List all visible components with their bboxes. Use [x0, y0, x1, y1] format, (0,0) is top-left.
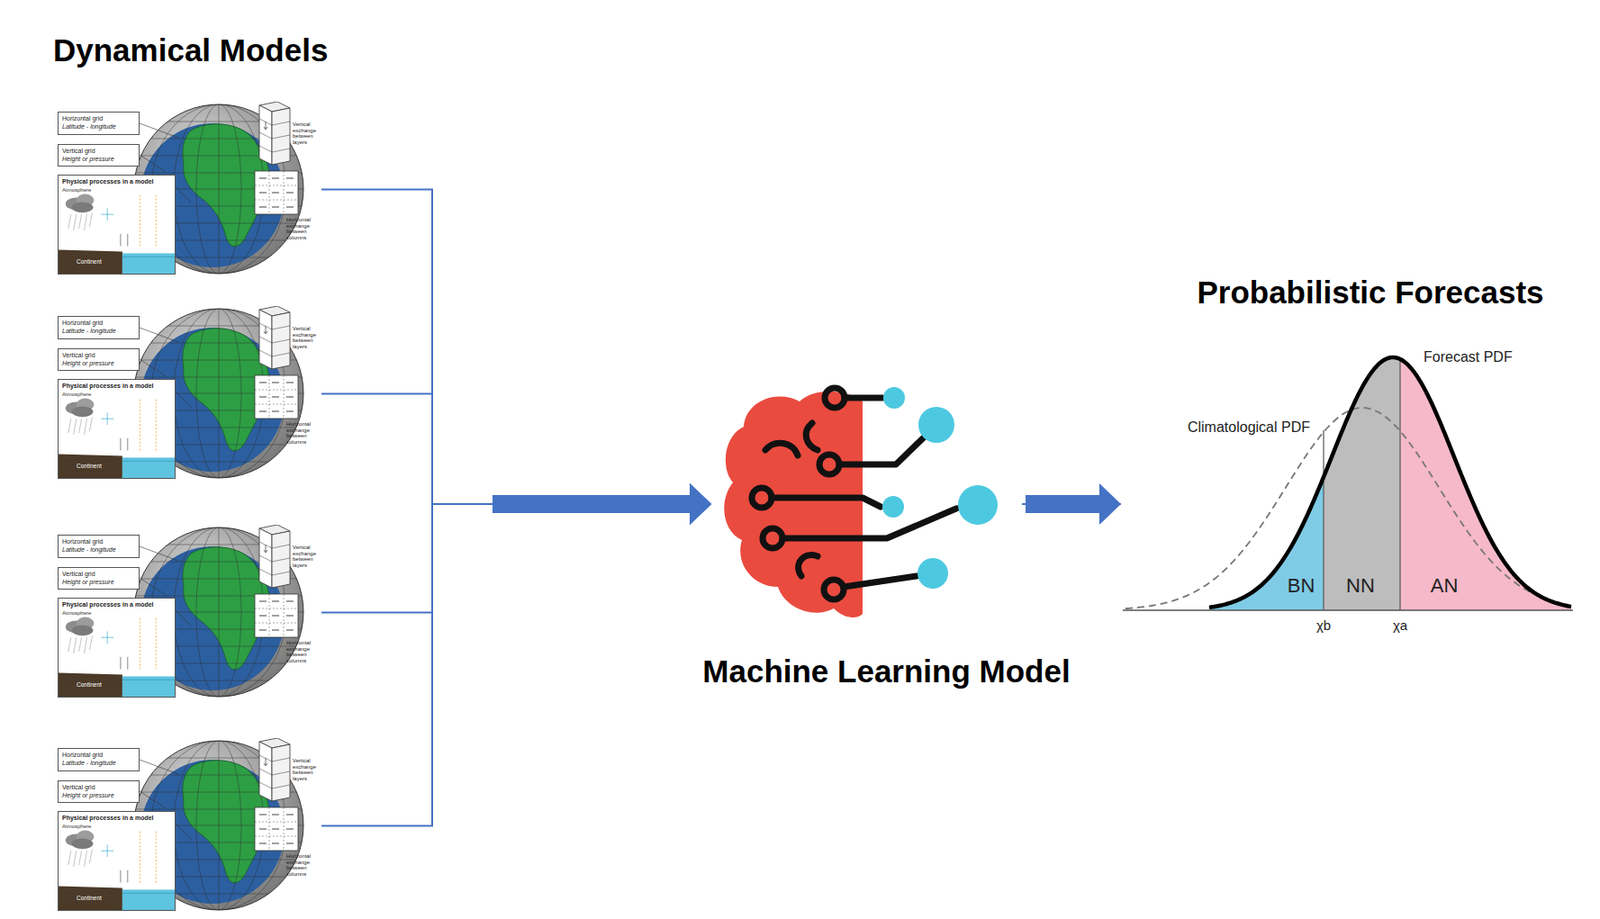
grid-label: Vertical grid	[62, 146, 96, 155]
process-label: Physical processes in a model	[62, 382, 154, 389]
model-group: Dynamical ModelsVertical exchange betwee…	[45, 18, 343, 919]
globe-figure: Vertical exchange between layersHorizont…	[55, 306, 322, 482]
process-label: Atmosphere	[62, 610, 91, 616]
grid-label: Horizontal grid	[62, 537, 103, 546]
ml-model: Machine Learning Model	[711, 387, 1022, 622]
flow-arrow	[321, 189, 712, 506]
process-label: Continent	[76, 894, 102, 902]
flow-arrow	[321, 504, 712, 827]
grid-label-box: Vertical gridHeight or pressure	[57, 567, 140, 590]
forecast-curve	[1209, 357, 1572, 608]
near-normal-area	[1323, 357, 1401, 611]
above-normal-area	[1400, 359, 1572, 611]
grid-label-box: Horizontal gridLatitude - longitude	[57, 111, 140, 136]
exchange-label: Horizontal exchange between columns	[286, 640, 322, 664]
process-box: Physical processes in a modelAtmosphereC…	[57, 597, 176, 698]
globe-figure: Vertical exchange between layersHorizont…	[55, 524, 322, 701]
grid-label: Horizontal grid	[62, 114, 103, 123]
chart-baseline	[1122, 609, 1573, 612]
globe-figure: Vertical exchange between layersHorizont…	[55, 101, 322, 278]
flow-arrow	[321, 394, 712, 506]
pdf-chart	[1122, 357, 1573, 611]
grid-label: Height or pressure	[62, 154, 115, 163]
grid-label-box: Horizontal gridLatitude - longitude	[57, 316, 140, 340]
chart-label: χb	[1316, 617, 1331, 633]
grid-label: Latitude - longitude	[62, 326, 117, 335]
grid-label: Latitude - longitude	[62, 759, 117, 768]
brain-icon	[723, 387, 998, 618]
process-label: Atmosphere	[62, 391, 91, 398]
grid-label: Latitude - longitude	[62, 545, 117, 554]
grid-label: Horizontal grid	[62, 318, 103, 327]
grid-label-box: Vertical gridHeight or pressure	[57, 780, 140, 804]
group-heading: Dynamical Models	[53, 32, 328, 69]
globe-figure: Vertical exchange between layersHorizont…	[55, 738, 322, 914]
chart-label: BN	[1287, 574, 1316, 597]
process-box: Physical processes in a modelAtmosphereC…	[57, 174, 176, 275]
grid-label: Vertical grid	[62, 351, 96, 360]
chart-label: Forecast PDF	[1423, 349, 1513, 366]
exchange-label: Vertical exchange between layers	[292, 544, 322, 569]
threshold-line	[1399, 359, 1401, 611]
chart-label: NN	[1346, 574, 1375, 597]
grid-label: Vertical grid	[62, 569, 96, 579]
grid-label: Height or pressure	[62, 791, 115, 800]
grid-label-box: Horizontal gridLatitude - longitude	[57, 748, 140, 772]
process-label: Physical processes in a model	[62, 601, 154, 608]
process-label: Continent	[76, 681, 102, 688]
process-box: Physical processes in a modelAtmosphereC…	[57, 811, 176, 912]
exchange-label: Horizontal exchange between columns	[286, 216, 322, 241]
grid-label: Horizontal grid	[62, 750, 103, 760]
exchange-label: Vertical exchange between layers	[292, 325, 322, 350]
grid-label: Latitude - longitude	[62, 122, 117, 131]
grid-label: Height or pressure	[62, 578, 115, 587]
grid-label: Height or pressure	[62, 359, 115, 368]
process-label: Atmosphere	[62, 187, 91, 193]
panel-heading: Probabilistic Forecasts	[1196, 274, 1544, 311]
model-label: Machine Learning Model	[702, 653, 1070, 690]
grid-label-box: Horizontal gridLatitude - longitude	[57, 534, 140, 559]
process-label: Continent	[76, 462, 102, 470]
process-label: Atmosphere	[62, 823, 91, 830]
grid-label-box: Vertical gridHeight or pressure	[57, 348, 140, 371]
flow-arrow	[1021, 503, 1121, 506]
chart-label: Climatological PDF	[1187, 419, 1311, 436]
chart-label: χa	[1392, 617, 1408, 633]
process-label: Physical processes in a model	[62, 814, 154, 822]
process-label: Continent	[76, 258, 102, 265]
exchange-label: Horizontal exchange between columns	[286, 853, 322, 877]
grid-label: Vertical grid	[62, 783, 96, 792]
climatological-curve	[1125, 407, 1567, 609]
threshold-line	[1322, 430, 1324, 611]
process-box: Physical processes in a modelAtmosphereC…	[57, 379, 176, 480]
chart-label: AN	[1430, 574, 1459, 597]
below-normal-area	[1209, 477, 1324, 611]
process-label: Physical processes in a model	[62, 178, 154, 185]
flow-arrow	[321, 504, 712, 614]
exchange-label: Vertical exchange between layers	[292, 121, 322, 145]
exchange-label: Horizontal exchange between columns	[286, 421, 322, 445]
grid-label-box: Vertical gridHeight or pressure	[57, 144, 140, 167]
exchange-label: Vertical exchange between layers	[292, 758, 322, 782]
